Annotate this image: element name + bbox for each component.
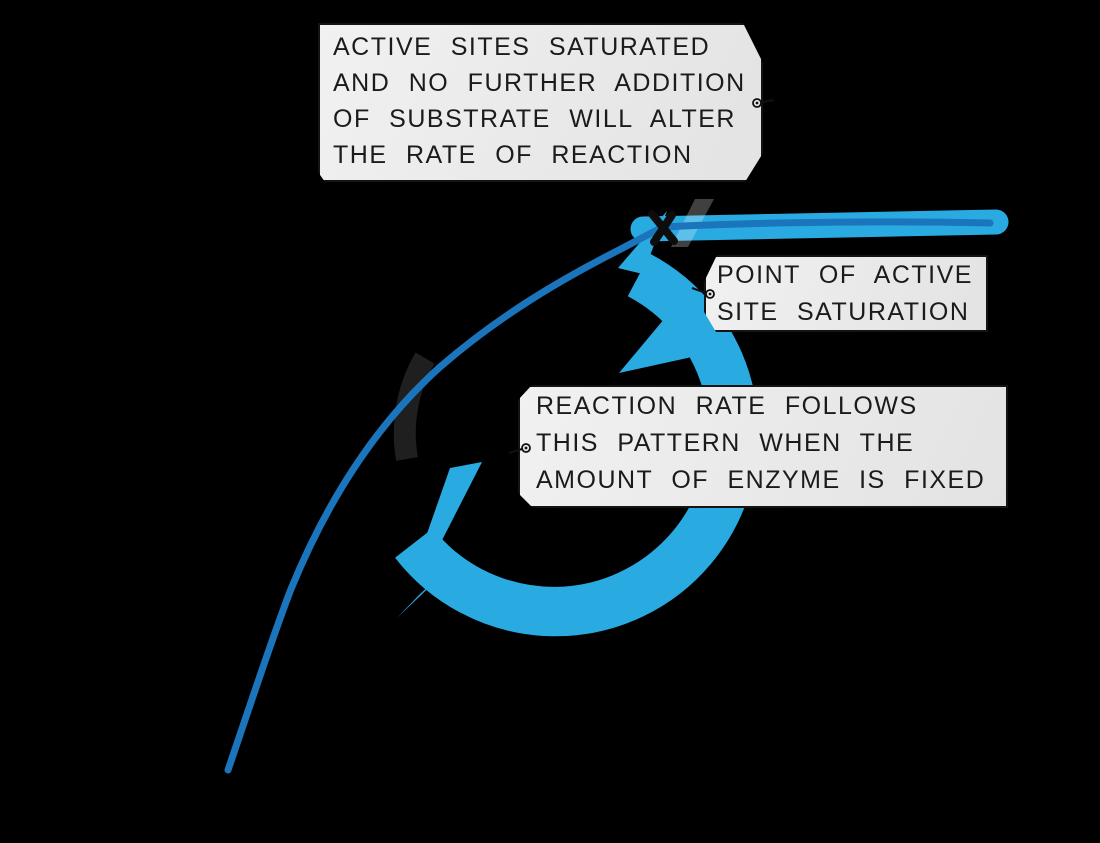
watermark-check-wedge (423, 462, 482, 550)
callout-line: POINT OF ACTIVE (717, 261, 973, 289)
callout-line: ACTIVE SITES SATURATED (333, 33, 711, 61)
eyelet-hole-icon (755, 101, 759, 105)
callout-text: ACTIVE SITES SATURATED AND NO FURTHER AD… (318, 23, 763, 173)
callout-line: THIS PATTERN WHEN THE (536, 429, 915, 457)
callout-line: AMOUNT OF ENZYME IS FIXED (536, 466, 986, 494)
callout-face (320, 25, 761, 180)
callout-face (520, 387, 1006, 506)
callout-line: OF SUBSTRATE WILL ALTER (333, 105, 736, 133)
callout-line: SITE SATURATION (717, 298, 970, 326)
eyelet-hole-icon (524, 446, 528, 450)
watermark-bolt-arrowhead (619, 288, 701, 373)
saturation-x-marker (648, 210, 678, 246)
watermark-gloss (393, 352, 435, 461)
callout-line: AND NO FURTHER ADDITION (333, 69, 746, 97)
callout-saturated: ACTIVE SITES SATURATED AND NO FURTHER AD… (318, 23, 763, 182)
callout-text: REACTION RATE FOLLOWS THIS PATTERN WHEN … (518, 385, 1008, 499)
rate-curve (224, 218, 994, 774)
leader-line-saturation-point (691, 286, 707, 295)
eyelet-hole-icon (708, 292, 712, 296)
callout-line: REACTION RATE FOLLOWS (536, 392, 918, 420)
watermark-tail-wedge (397, 556, 462, 618)
callout-line: THE RATE OF REACTION (333, 141, 693, 169)
callout-face (706, 257, 986, 330)
callout-text: POINT OF ACTIVE SITE SATURATION (704, 255, 988, 331)
leader-line-fixed-enzyme (508, 447, 523, 455)
callout-fixed-enzyme: REACTION RATE FOLLOWS THIS PATTERN WHEN … (518, 385, 1008, 508)
callout-saturation-point: POINT OF ACTIVE SITE SATURATION (704, 255, 988, 332)
